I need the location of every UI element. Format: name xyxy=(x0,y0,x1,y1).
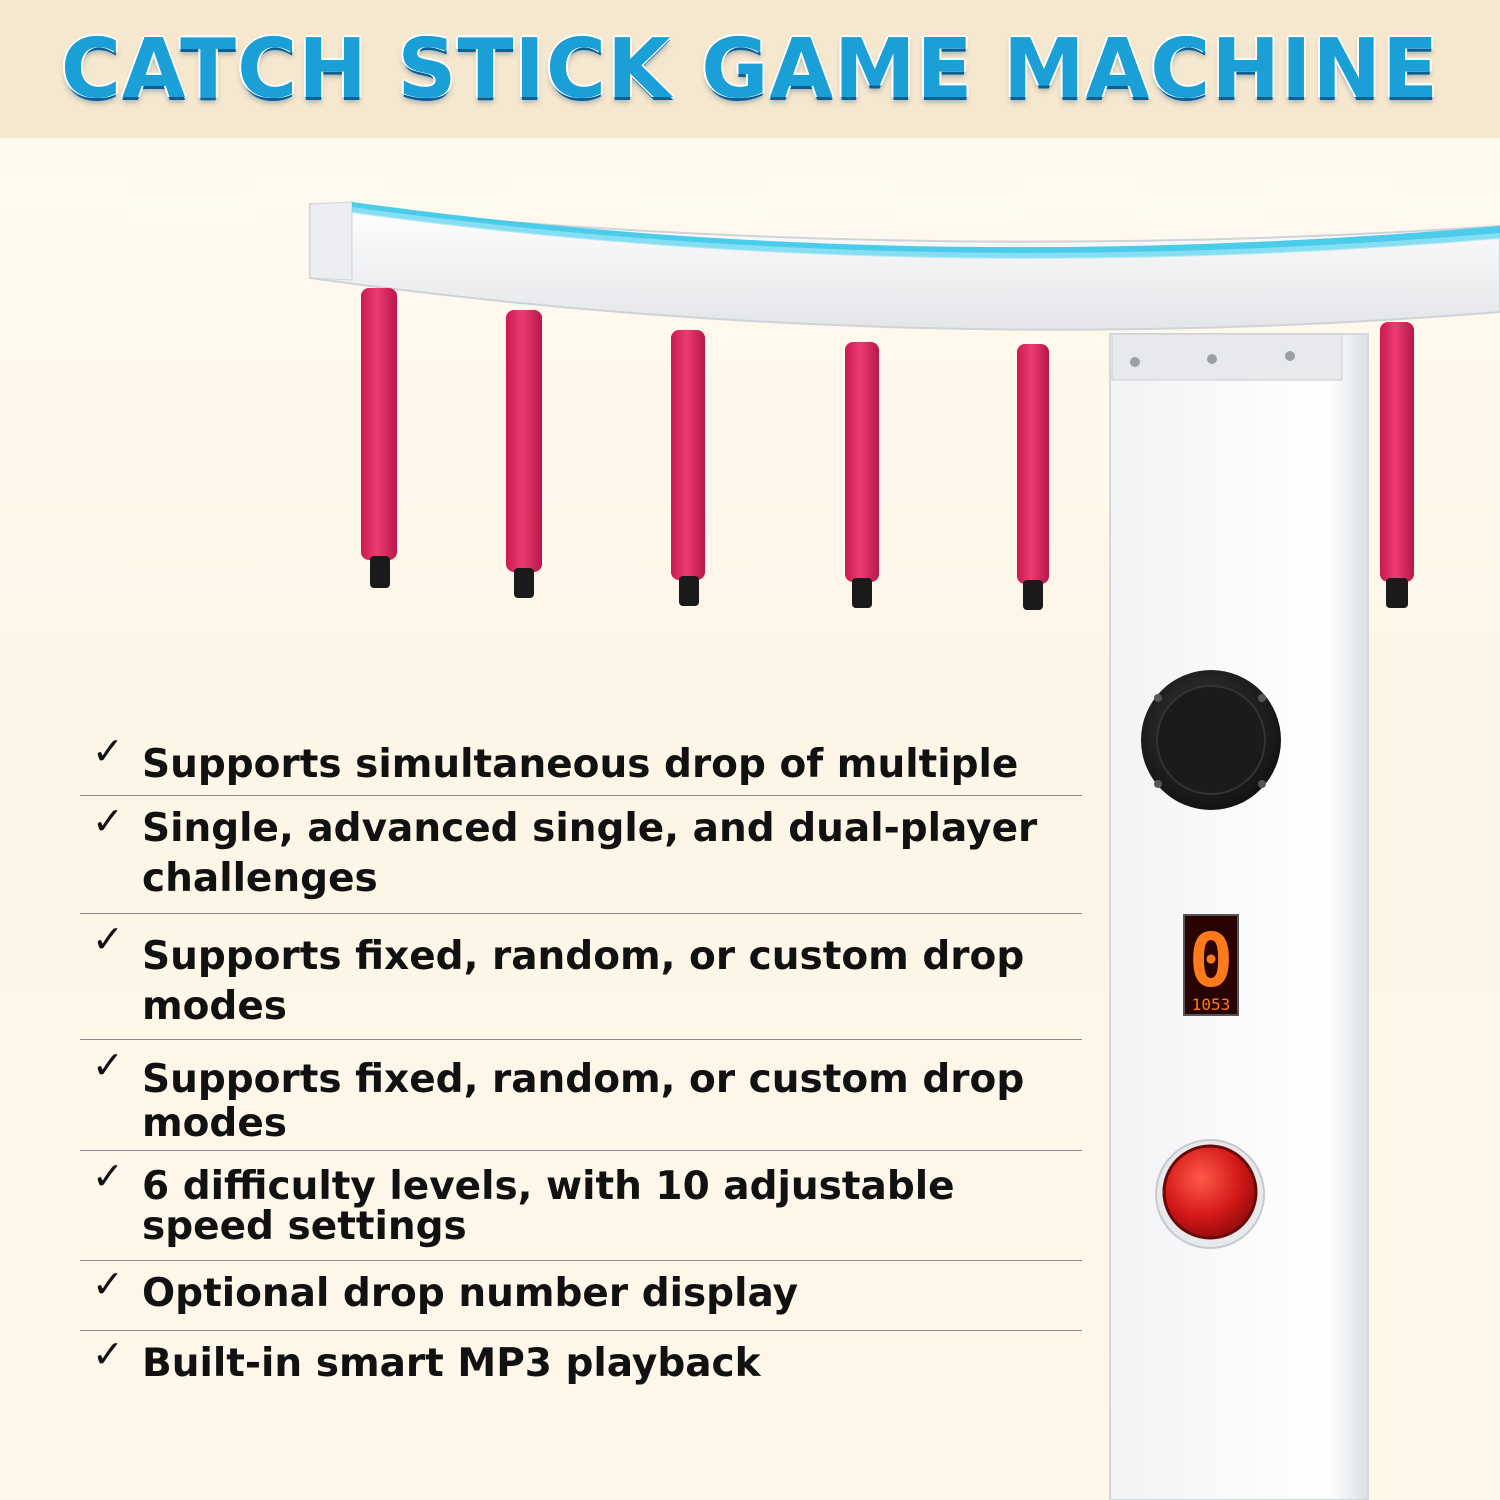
feature-item: ✓ Optional drop number display xyxy=(80,1261,1082,1331)
feature-item: ✓ Built-in smart MP3 playback xyxy=(80,1331,1082,1401)
mount-screw xyxy=(1207,354,1217,364)
check-icon: ✓ xyxy=(92,917,124,961)
stick xyxy=(845,342,879,608)
pole-mount-plate xyxy=(1111,333,1343,381)
feature-item: ✓ Supports fixed, random, or custom drop… xyxy=(80,914,1082,1040)
feature-text: Supports fixed, random, or custom drop m… xyxy=(142,1057,1025,1146)
display-label: 1053 xyxy=(1192,995,1231,1014)
check-icon: ✓ xyxy=(92,1262,124,1306)
check-icon: ✓ xyxy=(92,729,124,773)
mount-screw xyxy=(1285,351,1295,361)
stick xyxy=(361,288,397,588)
check-icon: ✓ xyxy=(92,1332,124,1376)
check-icon: ✓ xyxy=(92,799,124,843)
machine-illustration: 0 1053 xyxy=(309,201,1500,1500)
feature-text: Optional drop number display xyxy=(142,1271,799,1316)
start-button[interactable] xyxy=(1155,1139,1265,1249)
check-icon: ✓ xyxy=(92,1154,124,1198)
bar-end-cap xyxy=(309,201,353,281)
speaker-icon xyxy=(1141,670,1281,810)
stick xyxy=(671,330,705,606)
title-banner: CATCH STICK GAME MACHINE xyxy=(0,0,1500,138)
feature-item: ✓ Supports simultaneous drop of multiple xyxy=(80,728,1082,796)
led-strip xyxy=(352,202,1500,258)
stick xyxy=(506,310,542,598)
feature-text: Single, advanced single, and dual-player… xyxy=(142,806,1038,901)
mount-screw xyxy=(1130,357,1140,367)
check-icon: ✓ xyxy=(92,1043,124,1087)
digit-display xyxy=(1183,914,1239,1016)
digit-display-value: 0 xyxy=(1189,918,1234,1004)
feature-text: 6 difficulty levels, with 10 adjustable … xyxy=(142,1164,955,1249)
feature-text: Supports simultaneous drop of multiple xyxy=(142,742,1019,787)
feature-list: ✓ Supports simultaneous drop of multiple… xyxy=(80,728,1082,1401)
stick xyxy=(1017,344,1049,610)
feature-item: ✓ Single, advanced single, and dual-play… xyxy=(80,796,1082,914)
feature-text: Built-in smart MP3 playback xyxy=(142,1341,761,1386)
feature-item: ✓ Supports fixed, random, or custom drop… xyxy=(80,1040,1082,1151)
led-glow xyxy=(351,207,1500,259)
page-title: CATCH STICK GAME MACHINE xyxy=(60,22,1440,117)
feature-text: Supports fixed, random, or custom drop m… xyxy=(142,934,1025,1029)
stick xyxy=(1380,322,1414,608)
feature-item: ✓ 6 difficulty levels, with 10 adjustabl… xyxy=(80,1151,1082,1261)
